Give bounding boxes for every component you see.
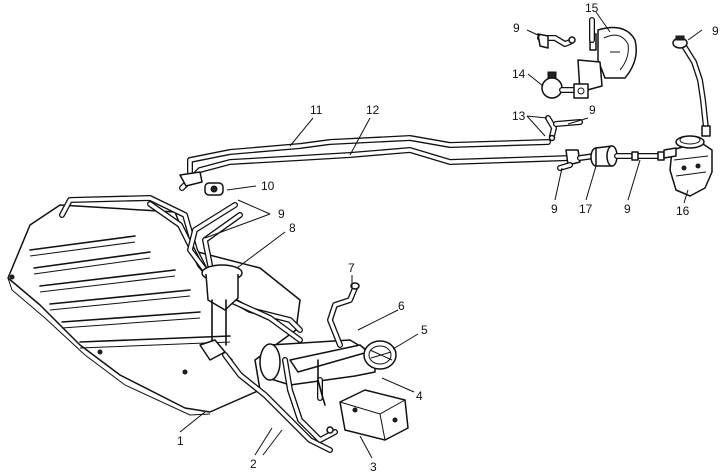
sender-unit-8 xyxy=(199,264,243,361)
callout-1: 1 xyxy=(177,434,184,448)
callout-9-lower-left: 9 xyxy=(551,202,558,216)
canister-3 xyxy=(339,389,409,441)
callout-9-top-right: 9 xyxy=(712,24,719,38)
callout-9-top-left: 9 xyxy=(513,21,520,35)
callout-8: 8 xyxy=(289,221,296,235)
filler-neck xyxy=(259,339,397,401)
callout-14: 14 xyxy=(512,67,526,81)
callout-2: 2 xyxy=(250,457,257,471)
callout-9-13: 9 xyxy=(589,103,596,117)
hoses-2 xyxy=(222,352,338,453)
fuel-line-11 xyxy=(187,135,551,175)
callout-15: 15 xyxy=(585,1,599,15)
fuel-pump-16 xyxy=(663,135,713,197)
hose-connector-left xyxy=(557,149,581,171)
hose-9-top-left xyxy=(537,33,576,49)
callout-4: 4 xyxy=(416,389,423,403)
callout-13: 13 xyxy=(512,109,526,123)
callout-9-tank: 9 xyxy=(278,207,285,221)
callout-10: 10 xyxy=(261,179,275,193)
fuel-filter-17 xyxy=(577,145,633,167)
callout-6: 6 xyxy=(398,299,405,313)
callout-11: 11 xyxy=(310,103,323,117)
callout-17: 17 xyxy=(579,202,593,216)
callouts: 1 2 3 4 5 6 7 8 9 10 11 12 13 9 14 9 15 … xyxy=(177,1,719,474)
vent-hose-6-7 xyxy=(317,282,360,406)
callout-9-lower-mid: 9 xyxy=(624,202,631,216)
fuel-line-12 xyxy=(179,147,573,191)
callout-16: 16 xyxy=(676,204,690,218)
leader-lines xyxy=(179,11,703,459)
clip-10 xyxy=(179,171,224,196)
callout-3: 3 xyxy=(370,460,377,474)
valve-15 xyxy=(577,17,637,93)
valve-14 xyxy=(541,71,589,99)
callout-7: 7 xyxy=(348,261,355,275)
hose-9-top-right xyxy=(672,35,711,137)
hose-9-mid xyxy=(631,151,665,161)
callout-12: 12 xyxy=(366,103,380,117)
hoses-13 xyxy=(545,115,583,142)
callout-5: 5 xyxy=(421,323,428,337)
